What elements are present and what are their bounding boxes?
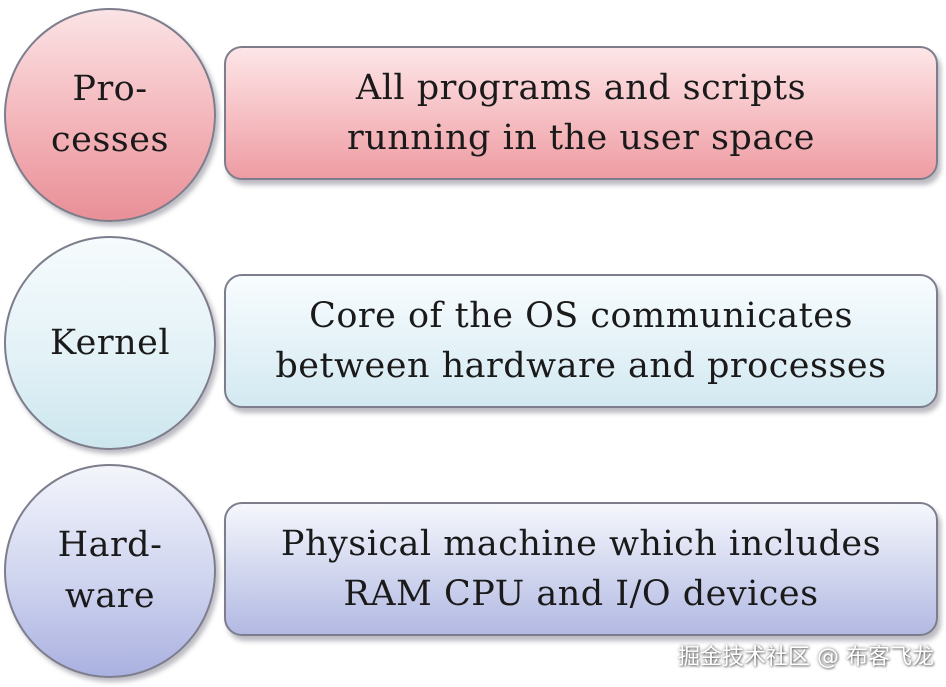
processes-label: Pro- cesses — [51, 69, 169, 160]
processes-circle: Pro- cesses — [4, 8, 216, 222]
hardware-label: Hard- ware — [57, 525, 163, 616]
layer-kernel: Kernel Core of the OS communicates betwe… — [0, 228, 946, 456]
kernel-description: Core of the OS communicates between hard… — [275, 296, 887, 386]
kernel-label: Kernel — [49, 322, 171, 363]
hardware-circle: Hard- ware — [4, 464, 216, 678]
layer-processes: Pro- cesses All programs and scripts run… — [0, 0, 946, 228]
watermark: 掘金技术社区 @ 布客飞龙 — [678, 645, 934, 670]
processes-description: All programs and scripts running in the … — [346, 68, 816, 158]
kernel-description-box: Core of the OS communicates between hard… — [224, 274, 938, 408]
hardware-description: Physical machine which includes RAM CPU … — [280, 524, 882, 614]
hardware-description-box: Physical machine which includes RAM CPU … — [224, 502, 938, 636]
layer-hardware: Hard- ware Physical machine which includ… — [0, 456, 946, 684]
processes-description-box: All programs and scripts running in the … — [224, 46, 938, 180]
kernel-circle: Kernel — [4, 236, 216, 450]
